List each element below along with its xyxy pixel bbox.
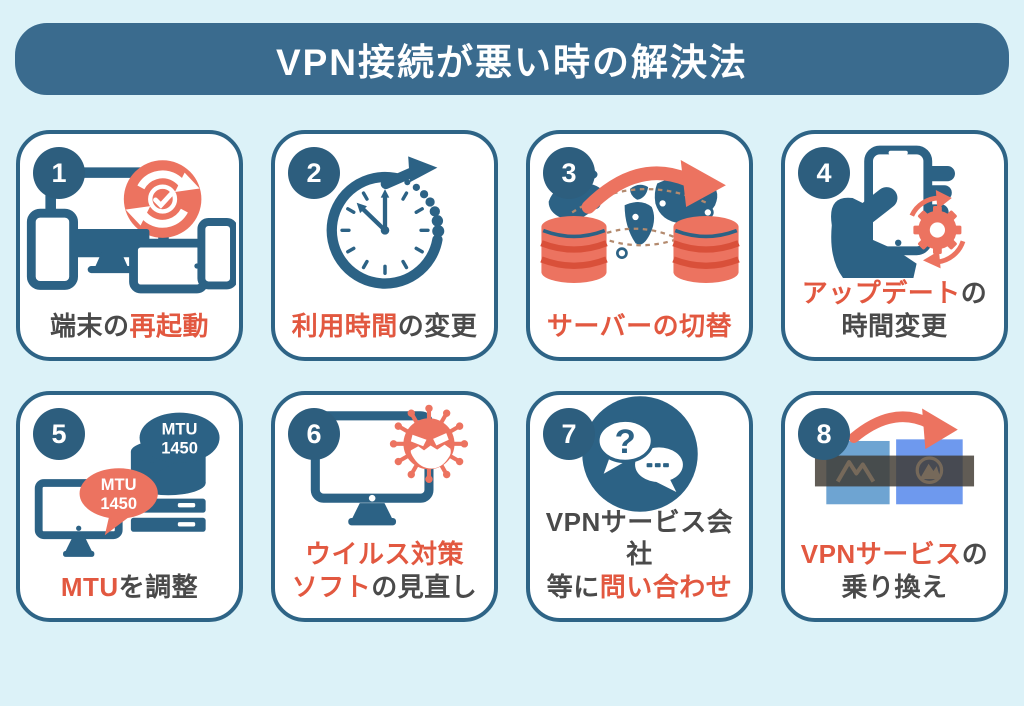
solution-label: 端末の再起動 — [44, 310, 215, 358]
step-number-badge: 6 — [288, 408, 340, 460]
label-segment: の — [961, 539, 989, 569]
antivirus-icon — [310, 404, 469, 525]
label-segment: アップデート — [801, 278, 961, 308]
label-segment: の変更 — [397, 310, 478, 341]
mtu-bubble-label: MTU — [100, 475, 136, 494]
phone-update-icon — [785, 134, 1004, 278]
step-number: 8 — [816, 418, 832, 449]
solution-card-7: 7 ? VPNサービス会社等に問い合わせ — [526, 391, 753, 622]
solution-label: VPNサービス会社等に問い合わせ — [530, 506, 749, 619]
solution-label: 利用時間の変更 — [286, 310, 484, 358]
solution-label: VPNサービスの乗り換え — [795, 538, 994, 618]
label-segment: サーバーの切替 — [546, 310, 733, 341]
solution-card-6: 6 — [271, 391, 498, 622]
step-number-badge: 7 — [543, 408, 595, 460]
page-title: VPN接続が悪い時の解決法 — [275, 42, 749, 83]
step-number-badge: 4 — [798, 147, 850, 199]
step-number: 5 — [51, 418, 67, 449]
label-segment: VPNサービス — [800, 539, 962, 569]
step-number: 4 — [816, 157, 832, 188]
label-segment: 問い合わせ — [599, 571, 733, 602]
contact-chat-icon: ? — [581, 396, 698, 512]
label-segment: ウイルス対策 — [304, 539, 464, 569]
mtu-bubble-server: MTU 1450 — [139, 412, 220, 482]
solution-card-3: 3 — [526, 130, 753, 361]
label-segment: 利用時間 — [291, 310, 398, 341]
step-number: 1 — [51, 157, 67, 188]
solution-card-1: 1 端末の再起動 — [16, 130, 243, 361]
label-segment: の見直し — [371, 571, 478, 602]
label-segment: 時間変更 — [841, 310, 948, 341]
redaction-bar — [814, 455, 975, 486]
devices-restart-icon — [26, 160, 236, 294]
devices-restart-icon — [20, 134, 239, 310]
antivirus-icon — [275, 395, 494, 538]
label-segment: 等に — [546, 571, 600, 602]
step-number-badge: 8 — [798, 408, 850, 460]
solution-card-8: 8 VPNサービスの乗り換え — [781, 391, 1008, 622]
switch-service-icon — [814, 407, 975, 504]
step-number: 7 — [561, 418, 577, 449]
solution-card-5: 5 MTU 1450 — [16, 391, 243, 622]
label-segment: 乗り換え — [841, 571, 948, 602]
question-mark: ? — [614, 423, 635, 461]
step-number: 6 — [306, 418, 322, 449]
label-segment: の — [960, 278, 988, 308]
clock-icon — [275, 134, 494, 310]
label-segment: 端末の — [49, 310, 130, 341]
label-segment: VPNサービス会社 — [545, 506, 734, 570]
step-number-badge: 5 — [33, 408, 85, 460]
mtu-bubble-client: MTU 1450 — [79, 468, 158, 536]
mtu-adjust-icon: MTU 1450 MTU 1450 — [34, 412, 220, 558]
solution-card-4: 4 — [781, 130, 1008, 361]
mtu-bubble-value: 1450 — [161, 439, 198, 458]
contact-chat-icon: ? — [530, 395, 749, 512]
switch-service-icon — [785, 395, 1004, 538]
phone-update-icon — [830, 145, 965, 278]
label-segment: MTU — [60, 571, 119, 602]
mtu-bubble-value: 1450 — [100, 494, 137, 513]
label-segment: 再起動 — [129, 310, 210, 341]
solution-label: ウイルス対策ソフトの見直し — [286, 538, 484, 618]
label-segment: を調整 — [118, 571, 199, 602]
solution-label: アップデートの時間変更 — [796, 277, 994, 357]
step-number-badge: 3 — [543, 147, 595, 199]
label-segment: ソフト — [291, 571, 372, 602]
solution-label: MTUを調整 — [55, 571, 204, 619]
clock-icon — [326, 156, 444, 289]
solutions-grid: 1 端末の再起動 2 — [0, 95, 1024, 622]
step-number: 3 — [561, 157, 577, 188]
step-number: 2 — [306, 157, 322, 188]
step-number-badge: 2 — [288, 147, 340, 199]
title-banner: VPN接続が悪い時の解決法 — [15, 23, 1009, 95]
solution-card-2: 2 — [271, 130, 498, 361]
mtu-adjust-icon: MTU 1450 MTU 1450 — [20, 395, 239, 571]
mtu-bubble-label: MTU — [161, 420, 197, 439]
step-number-badge: 1 — [33, 147, 85, 199]
solution-label: サーバーの切替 — [541, 310, 738, 358]
